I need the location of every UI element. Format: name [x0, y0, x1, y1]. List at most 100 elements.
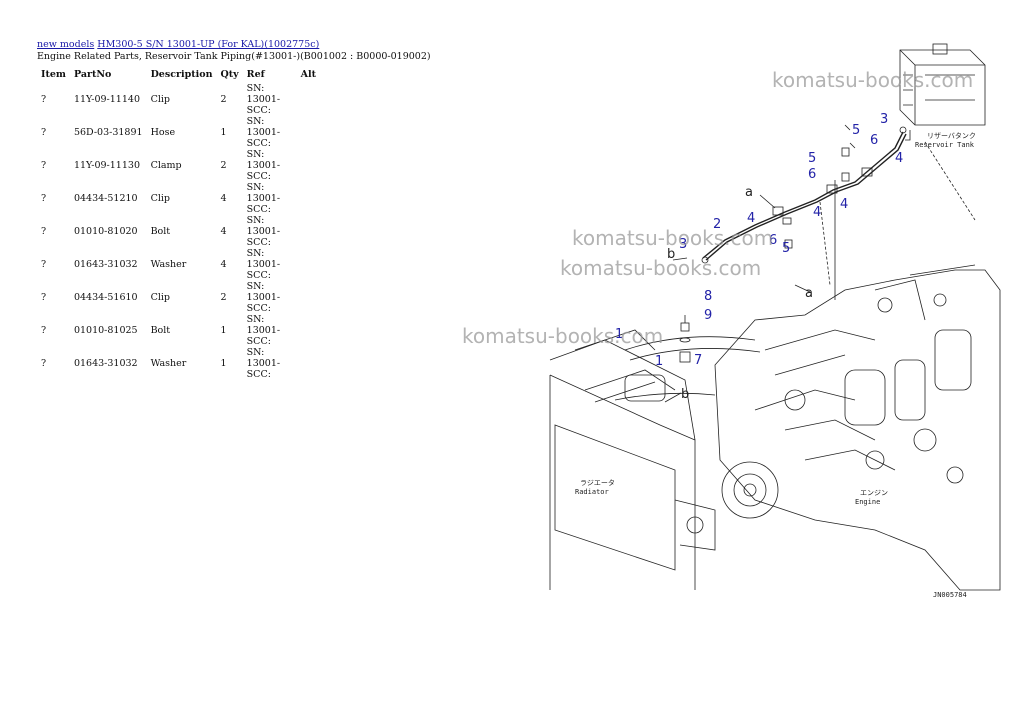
- reference-letter-a: a: [805, 286, 813, 301]
- cell-ref: SN: 13001-SCC:: [246, 281, 281, 314]
- cell-partno: 01010-81020: [73, 226, 138, 237]
- cell-item: ?: [41, 226, 47, 237]
- cell-ref: SN: 13001-SCC:: [246, 248, 281, 281]
- cell-qty: 4: [220, 259, 227, 270]
- callout-4: 4: [895, 151, 903, 166]
- cell-description: Clip: [150, 292, 170, 303]
- cell-ref: SN: 13001-SCC:: [246, 182, 281, 215]
- cell-alt: [297, 314, 320, 347]
- reference-letter-b: b: [667, 247, 675, 262]
- cell-partno: 01643-31032: [73, 358, 138, 369]
- cell-ref: SN: 13001-SCC:: [246, 347, 281, 380]
- cell-qty: 1: [220, 358, 227, 369]
- table-row: ? 01643-31032 Washer 1 SN: 13001-SCC:: [37, 347, 320, 380]
- cell-partno: 04434-51210: [73, 193, 138, 204]
- cell-description: Bolt: [150, 325, 171, 336]
- table-row: ? 11Y-09-11130 Clamp 2 SN: 13001-SCC:: [37, 149, 320, 182]
- cell-qty: 2: [220, 292, 227, 303]
- reference-letter-b: b: [681, 387, 689, 402]
- cell-item: ?: [41, 292, 47, 303]
- header-ref: Ref: [246, 68, 265, 80]
- cell-item: ?: [41, 160, 47, 171]
- drawing-code: JN005784: [933, 591, 967, 599]
- reservoir-tank-label-jp: リザーバタンク: [927, 131, 976, 140]
- callout-8: 8: [704, 289, 712, 304]
- header-partno: PartNo: [73, 68, 112, 80]
- callout-2: 2: [713, 217, 721, 232]
- callout-9: 9: [704, 308, 712, 323]
- callout-4: 4: [840, 197, 848, 212]
- callout-5: 5: [852, 123, 860, 138]
- cell-item: ?: [41, 94, 47, 105]
- cell-partno: 11Y-09-11140: [73, 94, 140, 105]
- cell-partno: 01010-81025: [73, 325, 138, 336]
- cell-alt: [297, 248, 320, 281]
- cell-item: ?: [41, 325, 47, 336]
- table-row: ? 01010-81025 Bolt 1 SN: 13001-SCC:: [37, 314, 320, 347]
- cell-qty: 4: [220, 193, 227, 204]
- cell-description: Washer: [150, 358, 187, 369]
- cell-qty: 4: [220, 226, 227, 237]
- watermark: komatsu-books.com: [772, 68, 973, 92]
- cell-description: Clamp: [150, 160, 182, 171]
- watermark: komatsu-books.com: [572, 226, 773, 250]
- callout-6: 6: [769, 233, 777, 248]
- cell-ref: SN: 13001-SCC:: [246, 215, 281, 248]
- cell-item: ?: [41, 259, 47, 270]
- cell-description: Clip: [150, 94, 170, 105]
- callout-1: 1: [615, 327, 623, 342]
- callout-6: 6: [808, 167, 816, 182]
- callout-5: 5: [782, 241, 790, 256]
- radiator-drawing: [549, 329, 716, 590]
- reservoir-tank-label: Reservoir Tank: [915, 141, 975, 149]
- cell-partno: 56D-03-31891: [73, 127, 143, 138]
- cell-alt: [297, 281, 320, 314]
- reference-letter-a: a: [745, 185, 753, 200]
- engine-label-jp: エンジン: [860, 489, 888, 497]
- hose-drawing: [702, 131, 907, 261]
- table-header-row: Item PartNo Description Qty Ref Alt: [37, 65, 320, 83]
- table-row: ? 04434-51610 Clip 2 SN: 13001-SCC:: [37, 281, 320, 314]
- cell-alt: [297, 215, 320, 248]
- table-row: ? 56D-03-31891 Hose 1 SN: 13001-SCC:: [37, 116, 320, 149]
- breadcrumb: new models HM300-5 S/N 13001-UP (For KAL…: [37, 39, 319, 50]
- cell-ref: SN: 13001-SCC:: [246, 83, 281, 116]
- parts-table: Item PartNo Description Qty Ref Alt ? 11Y…: [37, 65, 320, 381]
- cell-description: Hose: [150, 127, 176, 138]
- cell-qty: 1: [220, 325, 227, 336]
- cell-alt: [297, 347, 320, 380]
- cell-alt: [297, 116, 320, 149]
- cell-qty: 2: [220, 160, 227, 171]
- radiator-label: Radiator: [575, 488, 609, 496]
- header-item: Item: [41, 68, 66, 80]
- cell-partno: 01643-31032: [73, 259, 138, 270]
- page-subtitle: Engine Related Parts, Reservoir Tank Pip…: [37, 51, 431, 62]
- callout-5: 5: [808, 151, 816, 166]
- cell-ref: SN: 13001-SCC:: [246, 149, 281, 182]
- cell-alt: [297, 182, 320, 215]
- breadcrumb-link-model[interactable]: HM300-5 S/N 13001-UP (For KAL)(1002775c): [97, 39, 320, 50]
- header-qty: Qty: [220, 68, 239, 80]
- cell-ref: SN: 13001-SCC:: [246, 116, 281, 149]
- cell-description: Washer: [150, 259, 187, 270]
- watermark: komatsu-books.com: [462, 324, 663, 348]
- cell-qty: 1: [220, 127, 227, 138]
- engine-drawing: [714, 264, 1001, 591]
- header-alt: Alt: [300, 68, 317, 80]
- cell-item: ?: [41, 127, 47, 138]
- cell-alt: [297, 149, 320, 182]
- cell-ref: SN: 13001-SCC:: [246, 314, 281, 347]
- cell-item: ?: [41, 358, 47, 369]
- cell-alt: [297, 83, 320, 116]
- breadcrumb-link-new-models[interactable]: new models: [37, 39, 95, 50]
- cell-partno: 11Y-09-11130: [73, 160, 140, 171]
- cell-partno: 04434-51610: [73, 292, 138, 303]
- callout-7: 7: [694, 353, 702, 368]
- watermark: komatsu-books.com: [560, 256, 761, 280]
- callout-3: 3: [880, 112, 888, 127]
- table-row: ? 01643-31032 Washer 4 SN: 13001-SCC:: [37, 248, 320, 281]
- callout-4: 4: [747, 211, 755, 226]
